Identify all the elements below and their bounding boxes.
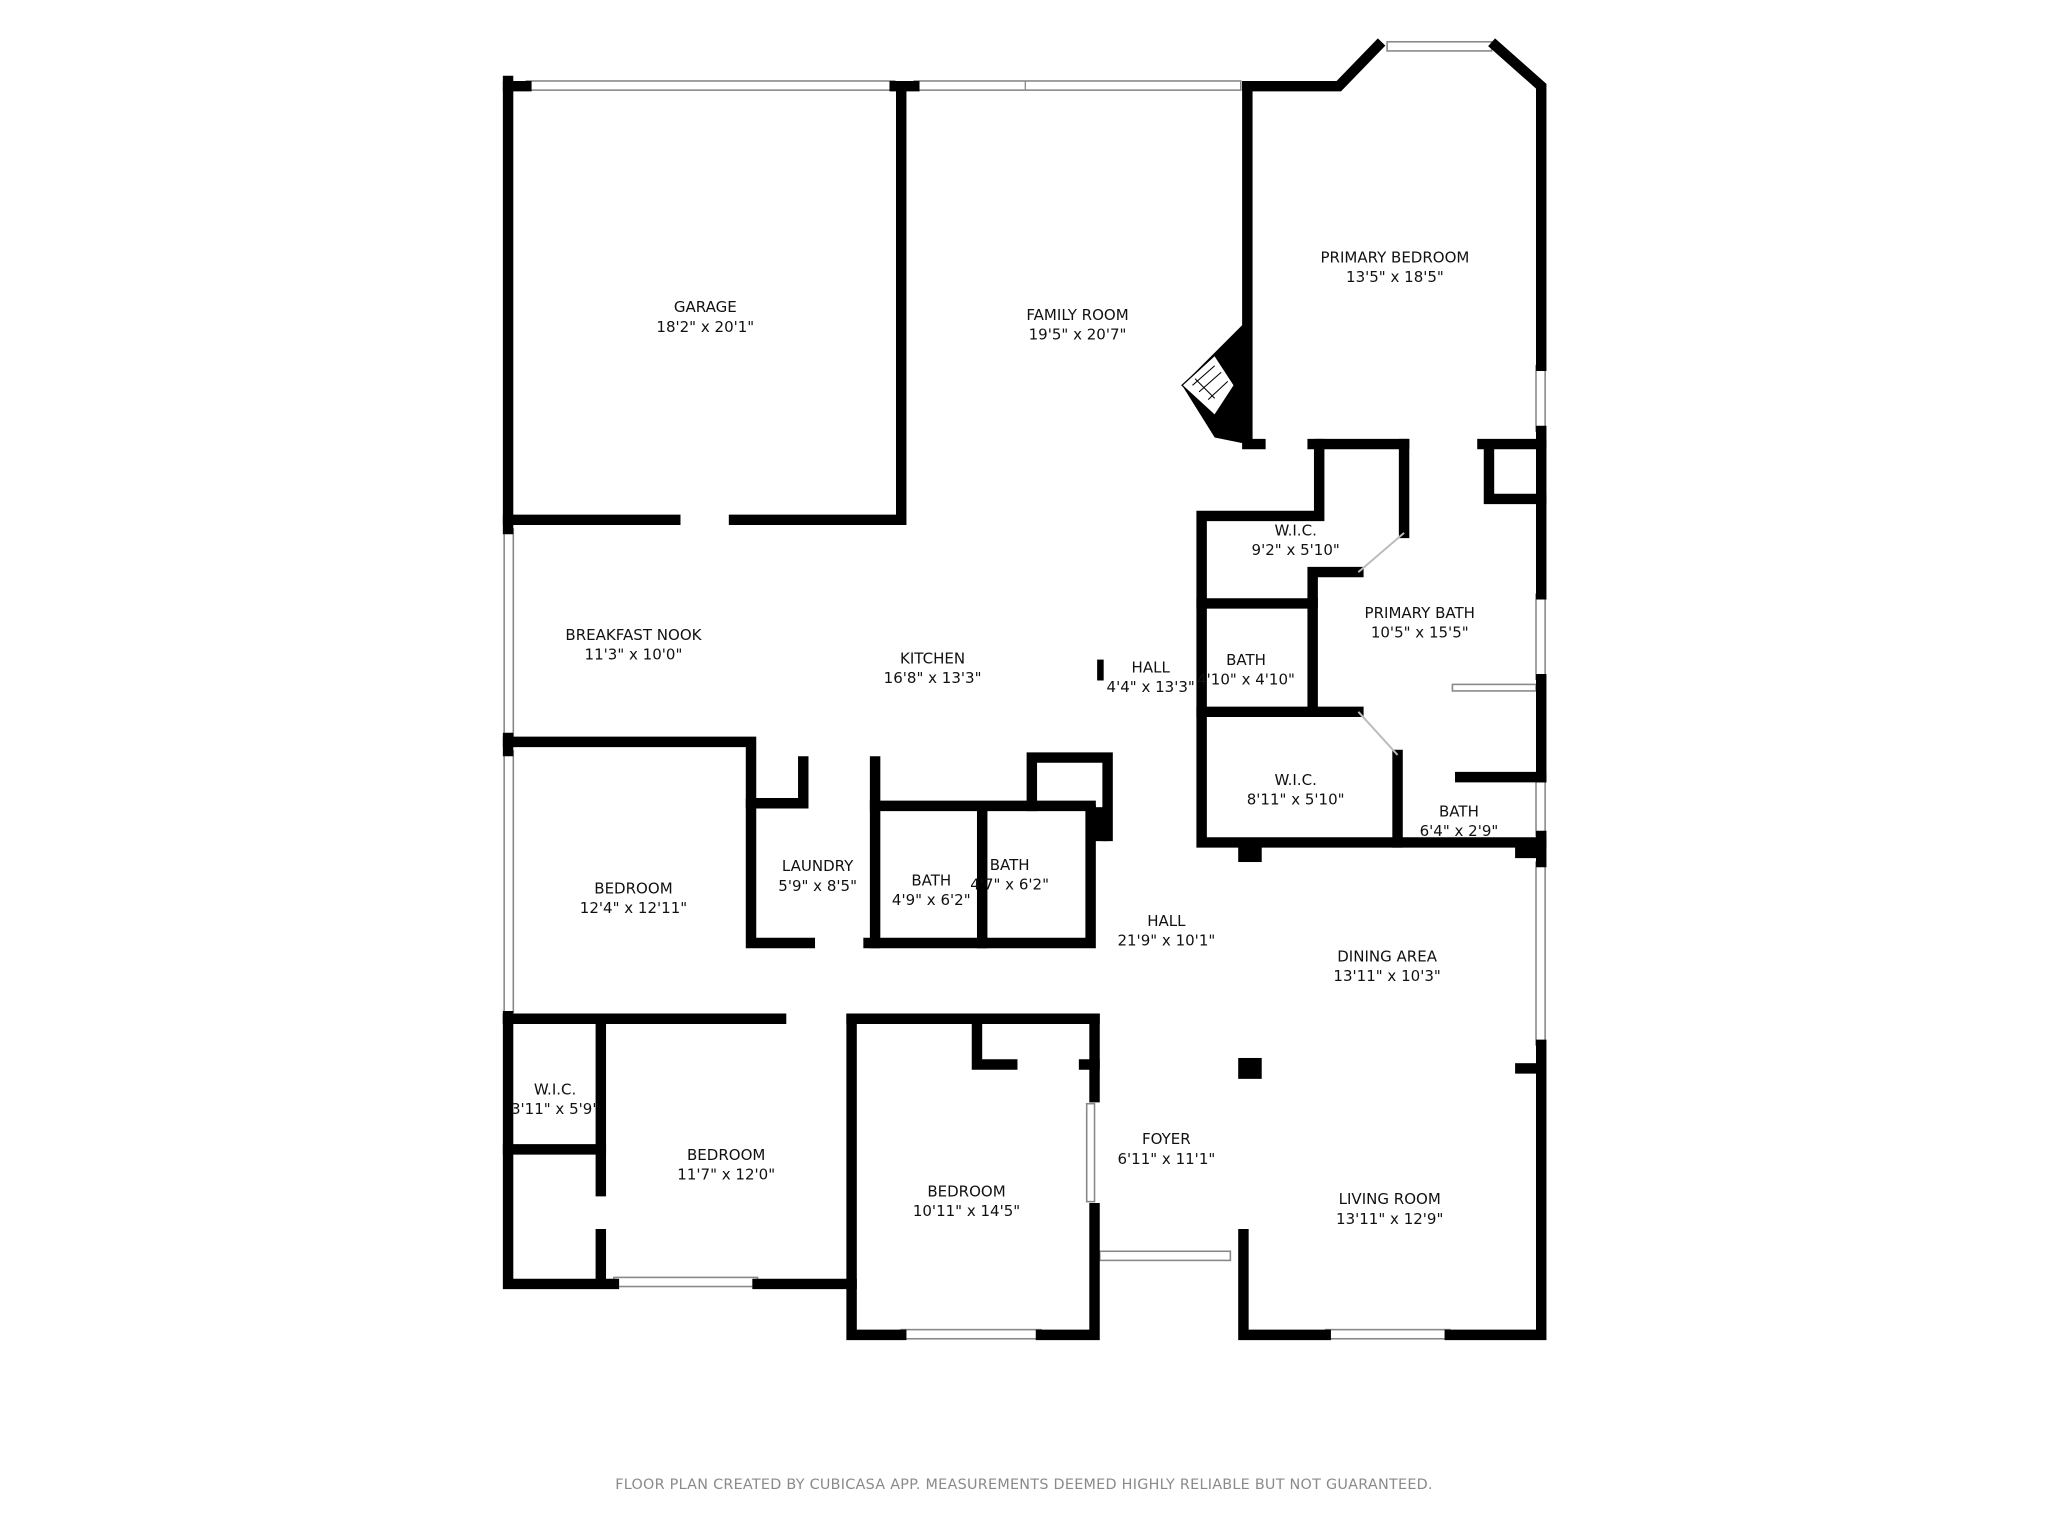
svg-text:5'9" x 8'5": 5'9" x 8'5" [778,877,857,895]
footer-disclaimer: FLOOR PLAN CREATED BY CUBICASA APP. MEAS… [615,1477,1433,1493]
svg-text:13'11" x 10'3": 13'11" x 10'3" [1333,967,1440,985]
svg-text:BATH: BATH [911,872,951,890]
svg-text:8'11" x 5'10": 8'11" x 5'10" [1247,791,1345,809]
svg-text:FOYER: FOYER [1142,1130,1191,1148]
svg-text:FAMILY ROOM: FAMILY ROOM [1026,306,1128,324]
svg-text:13'5" x 18'5": 13'5" x 18'5" [1346,268,1444,286]
svg-text:BATH: BATH [1226,651,1266,669]
fireplace-icon [1181,320,1248,445]
room-laundry: LAUNDRY 5'9" x 8'5" [778,857,857,895]
room-dining-area: DINING AREA 13'11" x 10'3" [1333,947,1440,985]
svg-text:PRIMARY BATH: PRIMARY BATH [1365,604,1475,622]
room-wic-west: W.I.C.3'11" x 5'9" [511,1081,599,1119]
svg-text:W.I.C.: W.I.C. [1274,771,1316,789]
svg-text:21'9" x 10'1": 21'9" x 10'1" [1117,932,1215,950]
svg-text:10'5" x 15'5": 10'5" x 15'5" [1371,623,1469,641]
wall-pillars [1086,659,1542,1079]
svg-text:HALL: HALL [1147,912,1186,930]
room-bath-primary-wc: BATH 6'4" x 2'9" [1420,802,1499,840]
svg-text:BEDROOM: BEDROOM [594,879,672,897]
room-breakfast-nook: BREAKFAST NOOK 11'3" x 10'0" [565,626,702,664]
svg-text:4'9" x 6'2": 4'9" x 6'2" [892,891,971,909]
svg-text:9'2" x 5'10": 9'2" x 5'10" [1252,541,1340,559]
svg-text:10'11" x 14'5": 10'11" x 14'5" [913,1202,1020,1220]
svg-text:13'11" x 12'9": 13'11" x 12'9" [1336,1210,1443,1228]
svg-text:BATH: BATH [990,856,1030,874]
room-bedroom-south: BEDROOM 10'11" x 14'5" [913,1182,1020,1220]
svg-text:4'7" x 6'2": 4'7" x 6'2" [970,875,1049,893]
svg-text:LIVING ROOM: LIVING ROOM [1339,1190,1441,1208]
room-living-room: LIVING ROOM 13'11" x 12'9" [1336,1190,1443,1228]
svg-text:11'3" x 10'0": 11'3" x 10'0" [585,646,683,664]
svg-text:BATH: BATH [1439,802,1479,820]
doorways [1357,532,1405,756]
svg-text:GARAGE: GARAGE [674,298,737,316]
svg-text:16'8" x 13'3": 16'8" x 13'3" [884,669,982,687]
svg-text:KITCHEN: KITCHEN [900,650,965,668]
svg-text:BEDROOM: BEDROOM [687,1146,765,1164]
svg-text:6'4" x 2'9": 6'4" x 2'9" [1420,822,1499,840]
room-garage: GARAGE 18'2" x 20'1" [656,298,754,336]
windows [503,41,1546,1340]
svg-text:BEDROOM: BEDROOM [927,1182,1005,1200]
room-foyer: FOYER 6'11" x 11'1" [1117,1130,1215,1168]
svg-text:HALL: HALL [1132,659,1171,677]
svg-text:11'7" x 12'0": 11'7" x 12'0" [677,1165,775,1183]
svg-text:W.I.C.: W.I.C. [1274,522,1316,540]
room-family-room: FAMILY ROOM 19'5" x 20'7" [1026,306,1128,344]
room-labels: GARAGE 18'2" x 20'1" FAMILY ROOM 19'5" x 2… [511,249,1498,1228]
svg-text:4'10" x 4'10": 4'10" x 4'10" [1197,670,1295,688]
svg-text:3'11" x 5'9": 3'11" x 5'9" [511,1100,599,1118]
svg-text:LAUNDRY: LAUNDRY [782,857,854,875]
svg-text:6'11" x 11'1": 6'11" x 11'1" [1117,1150,1215,1168]
room-hall-main: HALL 21'9" x 10'1" [1117,912,1215,950]
room-bedroom-west: BEDROOM 12'4" x 12'11" [580,879,687,917]
room-wic-primary: W.I.C.9'2" x 5'10" [1252,522,1340,560]
walls [502,38,1547,1341]
svg-text:19'5" x 20'7": 19'5" x 20'7" [1029,326,1127,344]
svg-text:4'4" x 13'3": 4'4" x 13'3" [1107,678,1195,696]
svg-text:DINING AREA: DINING AREA [1337,947,1437,965]
svg-text:18'2" x 20'1": 18'2" x 20'1" [656,318,754,336]
svg-text:PRIMARY BEDROOM: PRIMARY BEDROOM [1320,249,1469,267]
svg-text:BREAKFAST NOOK: BREAKFAST NOOK [565,626,702,644]
svg-text:W.I.C.: W.I.C. [534,1081,576,1099]
svg-text:12'4" x 12'11": 12'4" x 12'11" [580,899,687,917]
room-wic-lower: W.I.C. 8'11" x 5'10" [1247,771,1345,809]
